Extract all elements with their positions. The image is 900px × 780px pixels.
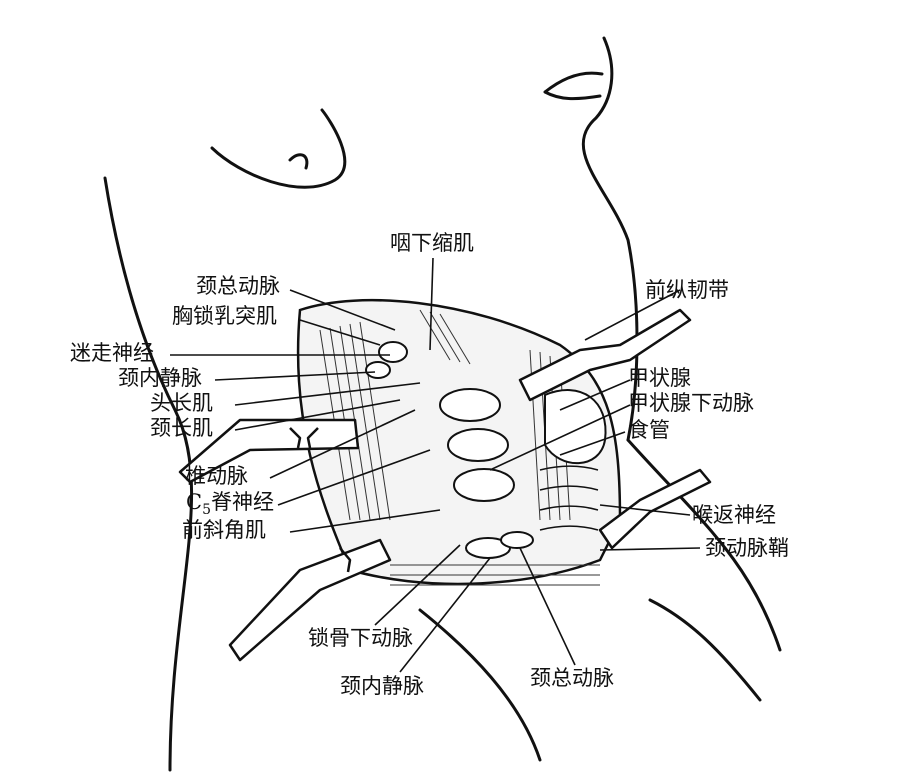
label-longus-colli: 颈长肌 <box>150 416 213 440</box>
label-common-carotid-artery-bottom: 颈总动脉 <box>530 666 614 690</box>
label-c5-spinal-nerve: C5脊神经 <box>186 490 274 519</box>
label-c5-prefix: C <box>186 490 203 514</box>
head-neck-outline <box>103 36 782 772</box>
label-subclavian-artery: 锁骨下动脉 <box>308 626 413 650</box>
label-recurrent-laryngeal-nerve: 喉返神经 <box>692 503 776 527</box>
label-esophagus: 食管 <box>628 418 670 442</box>
label-c5-subscript: 5 <box>202 502 211 519</box>
leader-lines <box>170 257 701 673</box>
label-vagus-nerve: 迷走神经 <box>70 341 154 365</box>
label-anterior-longitudinal-ligament: 前纵韧带 <box>645 278 729 302</box>
label-vertebral-artery: 椎动脉 <box>185 464 248 488</box>
label-internal-jugular-vein-bottom: 颈内静脉 <box>340 674 424 698</box>
label-pharyngeal-constrictor-inferior: 咽下缩肌 <box>390 231 474 255</box>
label-internal-jugular-vein-top: 颈内静脉 <box>118 366 202 390</box>
label-inferior-thyroid-artery: 甲状腺下动脉 <box>628 391 754 415</box>
label-sternocleidomastoid: 胸锁乳突肌 <box>172 304 277 328</box>
label-longus-capitis: 头长肌 <box>150 391 213 415</box>
label-c5-text: 脊神经 <box>211 490 274 514</box>
label-carotid-sheath: 颈动脉鞘 <box>705 536 789 560</box>
label-common-carotid-artery-top: 颈总动脉 <box>196 274 280 298</box>
retractors <box>178 308 712 662</box>
label-thyroid-gland: 甲状腺 <box>628 366 691 390</box>
label-scalenus-anterior: 前斜角肌 <box>182 518 266 542</box>
